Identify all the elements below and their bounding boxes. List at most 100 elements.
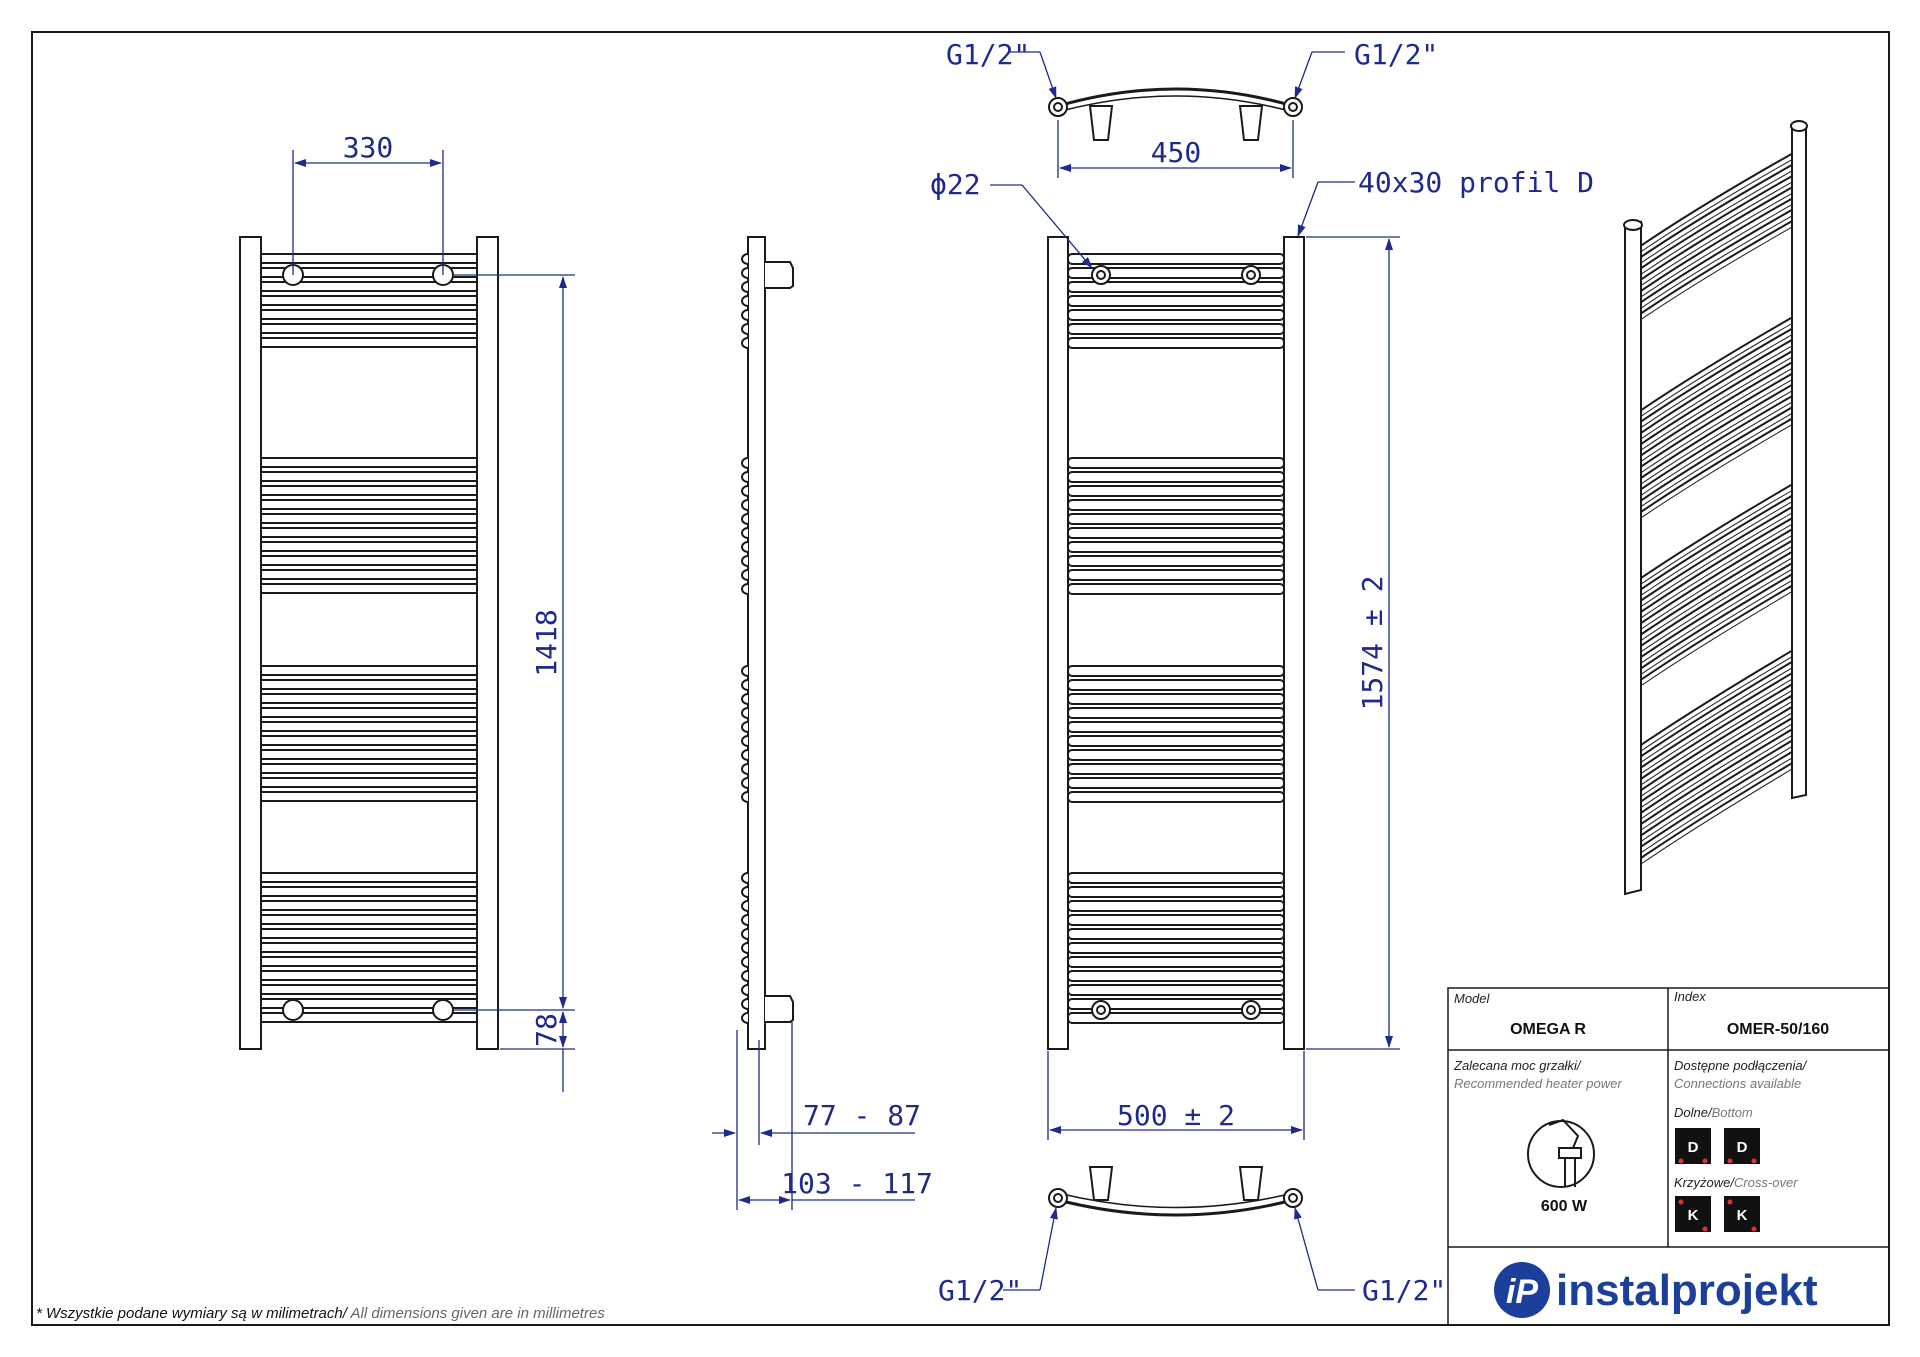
perspective-rail xyxy=(1640,528,1793,625)
perspective-rail xyxy=(1640,762,1793,859)
brand-name: instalprojekt xyxy=(1556,1266,1818,1315)
front-rail xyxy=(260,707,478,718)
svg-text:Krzyżowe/Cross-over: Krzyżowe/Cross-over xyxy=(1674,1175,1798,1190)
cross-label-en: Cross-over xyxy=(1734,1175,1798,1190)
front-rail xyxy=(260,499,478,510)
svg-text:Dolne/Bottom: Dolne/Bottom xyxy=(1674,1105,1753,1120)
front-rail xyxy=(260,942,478,953)
logo-letters: iP xyxy=(1506,1273,1538,1311)
center-rail xyxy=(1067,721,1285,733)
dim-thread-top-right: G1/2" xyxy=(1354,38,1438,71)
dim-side-depth-a: 77 - 87 xyxy=(803,1099,921,1132)
center-rail xyxy=(1067,457,1285,469)
front-rail xyxy=(260,791,478,802)
front-rail xyxy=(260,749,478,760)
heater-label-pl: Zalecana moc grzałki/ xyxy=(1453,1058,1582,1073)
side-rail-end xyxy=(741,267,749,279)
perspective-rail xyxy=(1640,164,1793,258)
side-rail-end xyxy=(741,721,749,733)
perspective-rail xyxy=(1640,197,1793,292)
perspective-rail-edge xyxy=(1640,412,1793,508)
side-rail-end xyxy=(741,707,749,719)
perspective-rail xyxy=(1640,751,1793,848)
front-rail xyxy=(260,1012,478,1023)
perspective-rail-edge xyxy=(1640,557,1793,653)
front-rail xyxy=(260,928,478,939)
center-rail xyxy=(1067,791,1285,803)
perspective-rail xyxy=(1640,384,1793,479)
perspective-rail-edge xyxy=(1640,401,1793,496)
dim-front-bottom: 78 xyxy=(530,1013,563,1047)
perspective-rail-edge xyxy=(1640,768,1793,865)
side-rail-end xyxy=(741,253,749,265)
center-rail xyxy=(1067,323,1285,335)
side-rail-end xyxy=(741,499,749,511)
perspective-rail-edge xyxy=(1640,734,1793,831)
perspective-rail xyxy=(1640,361,1793,457)
connections-label-pl: Dostępne podłączenia/ xyxy=(1674,1058,1808,1073)
side-view-bar-ends xyxy=(741,253,749,1024)
front-rail xyxy=(260,998,478,1009)
heater-value: 600 W xyxy=(1541,1198,1588,1215)
perspective-rail-edge xyxy=(1640,667,1793,763)
side-rail-end xyxy=(741,777,749,789)
sheet-border xyxy=(31,31,1890,1326)
front-rail xyxy=(260,323,478,334)
perspective-rail xyxy=(1640,417,1793,513)
perspective-rail-edge xyxy=(1640,334,1793,429)
center-rail xyxy=(1067,998,1285,1010)
front-rail xyxy=(260,900,478,911)
perspective-rail xyxy=(1640,316,1793,412)
front-rail xyxy=(260,295,478,306)
side-rail-end xyxy=(741,485,749,497)
svg-text:* Wszystkie podane wymiary są: * Wszystkie podane wymiary są w milimetr… xyxy=(36,1305,605,1322)
perspective-rail-edge xyxy=(1640,490,1793,585)
center-rail xyxy=(1067,928,1285,940)
center-rail xyxy=(1067,499,1285,511)
side-rail-end xyxy=(741,872,749,884)
cross-badge-2: K xyxy=(1737,1207,1748,1224)
dim-front-height: 1418 xyxy=(530,609,563,676)
center-rail xyxy=(1067,679,1285,691)
front-rail xyxy=(260,984,478,995)
front-rail xyxy=(260,872,478,883)
center-rail xyxy=(1067,872,1285,884)
front-rail xyxy=(260,569,478,580)
bottom-view-dimensions xyxy=(1003,1207,1355,1291)
perspective-rail xyxy=(1640,209,1793,304)
side-rail-end xyxy=(741,791,749,803)
perspective-rail xyxy=(1640,506,1793,602)
perspective-rail xyxy=(1640,372,1793,468)
side-rail-end xyxy=(741,541,749,553)
model-label: Model xyxy=(1454,991,1491,1006)
side-rail-end xyxy=(741,886,749,898)
perspective-rail xyxy=(1640,573,1793,670)
perspective-rail-edge xyxy=(1640,512,1793,608)
connections-label-en: Connections available xyxy=(1674,1076,1801,1091)
front-rail xyxy=(260,735,478,746)
perspective-rail-edge xyxy=(1640,678,1793,775)
bottom-badge-1: D xyxy=(1688,1139,1699,1156)
perspective-rail xyxy=(1640,694,1793,792)
perspective-rail xyxy=(1640,649,1793,746)
side-rail-end xyxy=(741,281,749,293)
center-rail xyxy=(1067,984,1285,996)
side-rail-end xyxy=(741,527,749,539)
front-rail xyxy=(260,665,478,676)
front-rail xyxy=(260,777,478,788)
center-rail xyxy=(1067,749,1285,761)
center-rail xyxy=(1067,253,1285,265)
perspective-rail-edge xyxy=(1640,390,1793,485)
center-rail xyxy=(1067,942,1285,954)
perspective-rail xyxy=(1640,350,1793,445)
center-view xyxy=(1047,236,1305,1050)
dim-thread-top-left: G1/2" xyxy=(946,38,1030,71)
side-rail-end xyxy=(741,970,749,982)
perspective-rail xyxy=(1640,739,1793,837)
heater-label-en: Recommended heater power xyxy=(1454,1076,1622,1091)
dim-front-spacing: 330 xyxy=(343,131,394,164)
dim-profile: 40x30 profil D xyxy=(1358,166,1594,199)
perspective-rail-edge xyxy=(1640,723,1793,820)
perspective-rail-edge xyxy=(1640,159,1793,253)
